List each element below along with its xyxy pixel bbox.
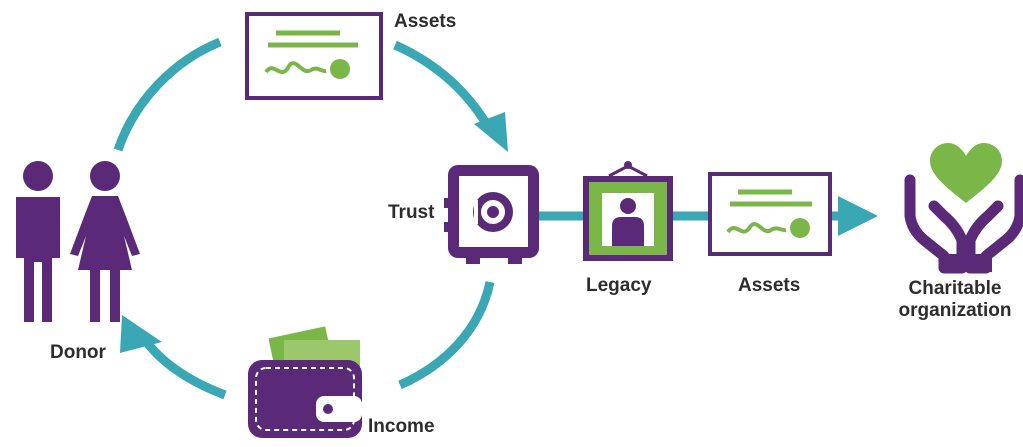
donor-couple-icon xyxy=(16,161,140,322)
certificate-icon xyxy=(245,12,383,100)
income-label: Income xyxy=(368,416,435,437)
safe-icon xyxy=(444,165,539,264)
donor-label: Donor xyxy=(50,342,106,363)
legacy-label: Legacy xyxy=(586,275,652,296)
arrowhead-to-charity xyxy=(838,196,878,236)
arc-assets-to-trust xyxy=(393,40,494,133)
arrowhead-to-trust xyxy=(474,112,508,152)
assets-top-label: Assets xyxy=(394,11,457,32)
assets-right-label: Assets xyxy=(738,275,801,296)
arrowhead-to-donor xyxy=(120,315,162,353)
charitable-organization-label: Charitable organization xyxy=(896,278,1014,322)
charitable-line1: Charitable xyxy=(908,278,1002,299)
cycle-arrows xyxy=(113,37,508,400)
certificate-icon-right xyxy=(708,172,832,256)
arc-trust-to-income xyxy=(398,281,495,390)
heart-hands-icon xyxy=(904,143,1023,274)
portrait-icon xyxy=(583,161,673,261)
arc-donor-to-assets xyxy=(113,37,222,152)
wallet-icon xyxy=(248,326,362,438)
trust-label: Trust xyxy=(388,202,435,223)
charitable-line2: organization xyxy=(898,299,1012,321)
